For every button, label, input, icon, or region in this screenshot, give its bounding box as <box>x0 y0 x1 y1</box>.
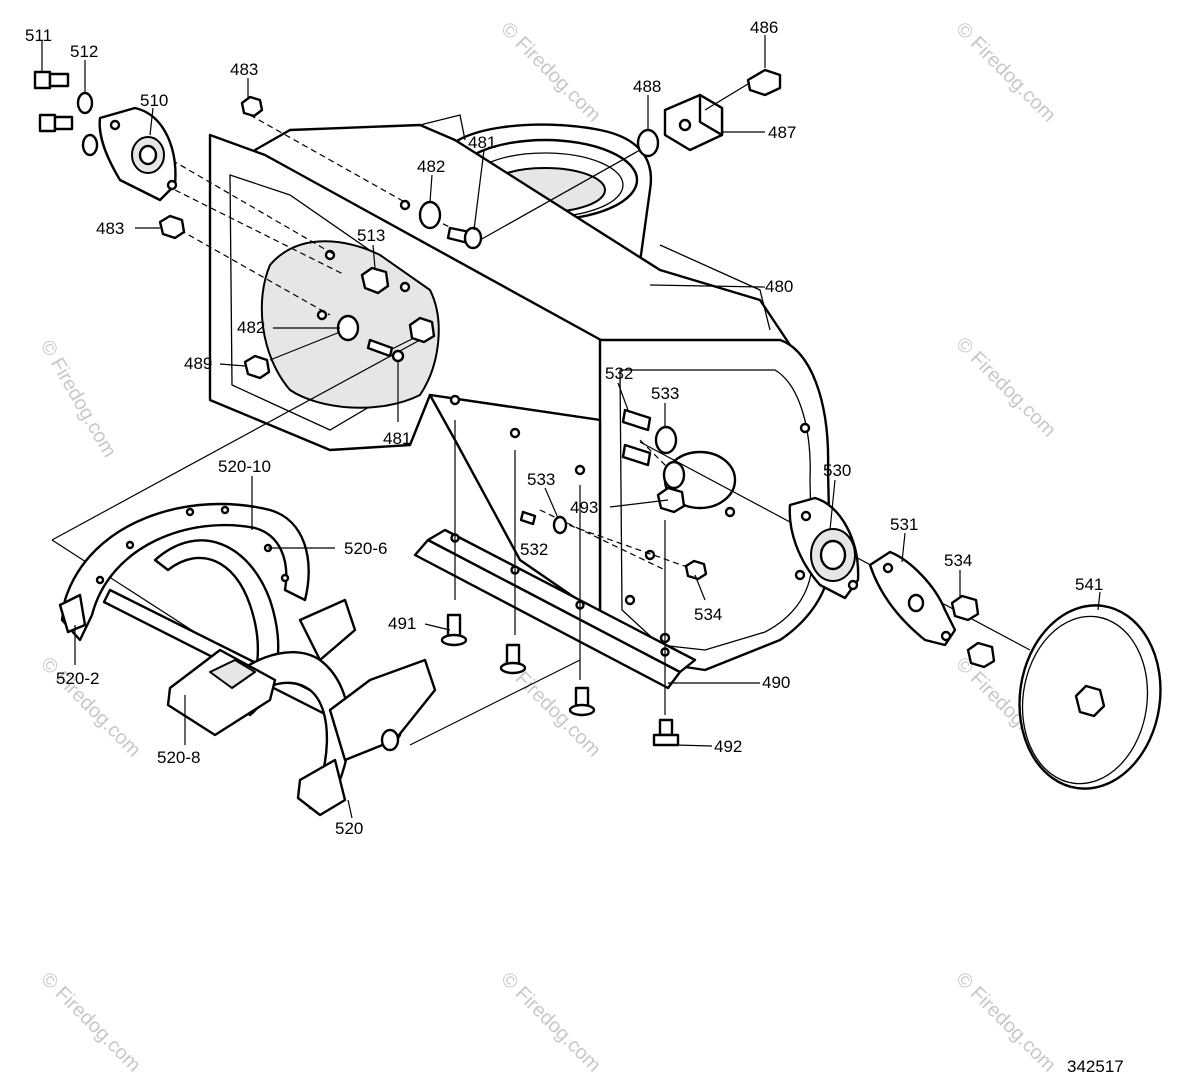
callout-490: 490 <box>762 673 790 692</box>
auger-housing <box>208 114 832 672</box>
scraper-bar <box>413 528 697 690</box>
watermark-text: © Firedog.com <box>496 18 605 127</box>
callout-534-bottom: 534 <box>694 605 722 624</box>
chute-hardware <box>418 68 782 250</box>
watermark-text: © Firedog.com <box>951 968 1060 1077</box>
callout-512: 512 <box>70 42 98 61</box>
callout-483-top: 483 <box>230 60 258 79</box>
leader-lines <box>41 35 1101 819</box>
callout-480: 480 <box>765 277 793 296</box>
callout-493: 493 <box>570 498 598 517</box>
callout-510: 510 <box>140 91 168 110</box>
callout-541: 541 <box>1075 575 1103 594</box>
bearing-flange-510 <box>33 70 436 380</box>
callout-533-bottom: 533 <box>527 470 555 489</box>
callout-520: 520 <box>335 819 363 838</box>
callout-487: 487 <box>768 123 796 142</box>
auger-assembly <box>58 502 437 817</box>
callout-483-left: 483 <box>96 219 124 238</box>
watermark-text: © Firedog.com <box>36 968 145 1077</box>
callout-532-top: 532 <box>605 364 633 383</box>
callout-520-8: 520-8 <box>157 748 200 767</box>
callout-491: 491 <box>388 614 416 633</box>
callout-488: 488 <box>633 77 661 96</box>
drive-side-bearing <box>519 408 996 669</box>
callout-533-top: 533 <box>651 384 679 403</box>
callout-532-bottom: 532 <box>520 540 548 559</box>
carriage-bolts <box>440 613 680 747</box>
callout-530: 530 <box>823 461 851 480</box>
callout-531: 531 <box>890 515 918 534</box>
watermark-text: © Firedog.com <box>951 18 1060 127</box>
diagram-number: 342517 <box>1067 1057 1124 1076</box>
callout-511: 511 <box>25 26 52 45</box>
callout-520-2: 520-2 <box>56 669 99 688</box>
callout-489: 489 <box>184 354 212 373</box>
callout-481-top: 481 <box>468 133 496 152</box>
callout-486: 486 <box>750 18 778 37</box>
callout-482-left: 482 <box>237 318 265 337</box>
callout-520-10: 520-10 <box>218 457 271 476</box>
callout-534-right: 534 <box>944 551 972 570</box>
callout-labels: 511 512 510 483 483 486 488 487 481 482 … <box>25 18 1124 1076</box>
watermark-text: © Firedog.com <box>36 337 121 462</box>
callout-520-6: 520-6 <box>344 539 387 558</box>
callout-482-top: 482 <box>417 157 445 176</box>
pulley-541 <box>1018 604 1162 790</box>
callout-481-bottom: 481 <box>383 429 411 448</box>
watermark-text: © Firedog.com <box>951 333 1060 442</box>
callout-492: 492 <box>714 737 742 756</box>
watermark-text: © Firedog.com <box>496 968 605 1077</box>
callout-513: 513 <box>357 226 385 245</box>
